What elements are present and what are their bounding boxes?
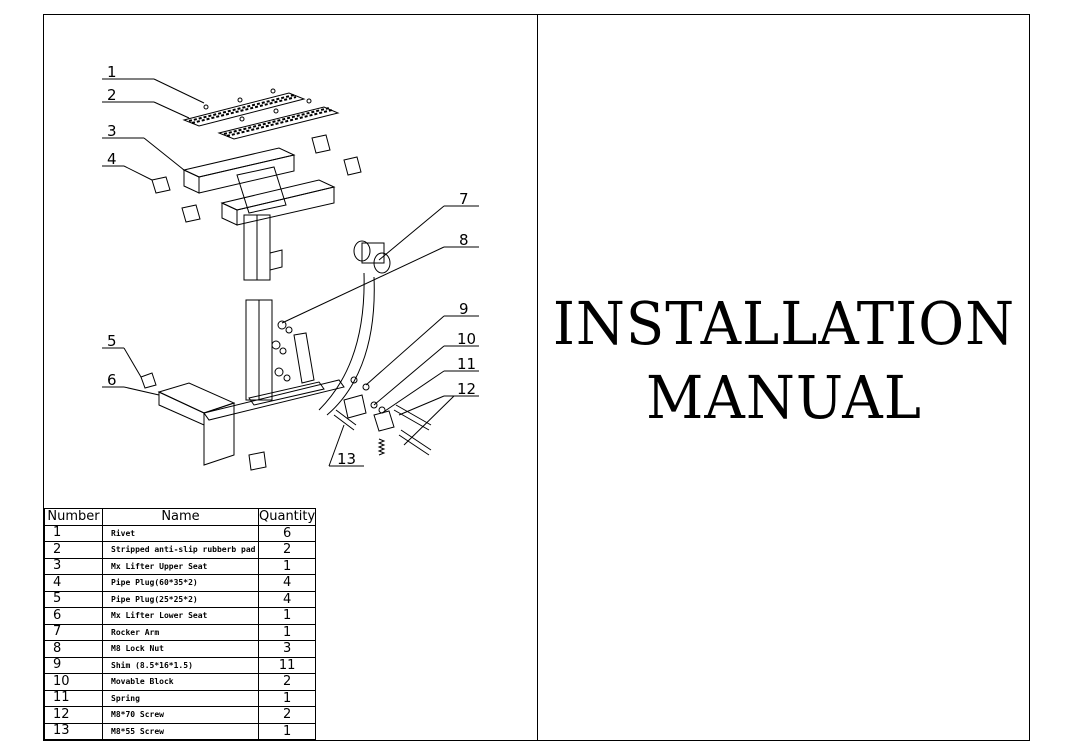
callout-2: 2 bbox=[107, 86, 117, 104]
parts-table-header: Number Name Quantity bbox=[44, 508, 317, 526]
header-quantity: Quantity bbox=[257, 508, 317, 526]
callout-12: 12 bbox=[457, 380, 476, 398]
pipe-plug-large bbox=[151, 134, 362, 223]
row-number: 2 bbox=[44, 541, 103, 559]
callout-9: 9 bbox=[459, 300, 469, 318]
row-name: Shim (8.5*16*1.5) bbox=[102, 656, 259, 674]
callout-4: 4 bbox=[107, 150, 117, 168]
row-name: Mx Lifter Upper Seat bbox=[102, 557, 259, 575]
row-name: M8 Lock Nut bbox=[102, 640, 259, 658]
row-quantity: 2 bbox=[257, 541, 317, 559]
title-line-2: MANUAL bbox=[646, 364, 922, 433]
page-divider bbox=[537, 14, 538, 741]
row-number: 7 bbox=[44, 623, 103, 641]
callout-8: 8 bbox=[459, 231, 469, 249]
callout-3: 3 bbox=[107, 122, 117, 140]
row-name: Movable Block bbox=[102, 673, 259, 691]
row-number: 5 bbox=[44, 590, 103, 608]
rocker-arm bbox=[318, 240, 391, 416]
row-quantity: 4 bbox=[257, 590, 317, 608]
row-quantity: 2 bbox=[257, 706, 317, 724]
callout-13: 13 bbox=[337, 450, 356, 468]
row-name: Spring bbox=[102, 689, 259, 707]
row-number: 6 bbox=[44, 607, 103, 625]
callout-5: 5 bbox=[107, 332, 117, 350]
callout-6: 6 bbox=[107, 371, 117, 389]
drawing-frame bbox=[43, 14, 1030, 741]
row-number: 4 bbox=[44, 574, 103, 592]
row-quantity: 4 bbox=[257, 574, 317, 592]
row-number: 9 bbox=[44, 656, 103, 674]
hardware bbox=[271, 320, 432, 456]
header-name: Name bbox=[102, 508, 259, 526]
row-number: 12 bbox=[44, 706, 103, 724]
row-name: M8*70 Screw bbox=[102, 706, 259, 724]
row-quantity: 2 bbox=[257, 673, 317, 691]
header-number: Number bbox=[44, 508, 103, 526]
row-name: Rocker Arm bbox=[102, 623, 259, 641]
row-name: Stripped anti-slip rubberb pad bbox=[102, 541, 259, 559]
row-quantity: 1 bbox=[257, 557, 317, 575]
row-number: 8 bbox=[44, 640, 103, 658]
row-name: Rivet bbox=[102, 524, 259, 542]
title-line-1: INSTALLATION bbox=[552, 290, 1016, 359]
exploded-view-drawing: 1 2 3 4 5 6 7 8 9 10 11 12 13 bbox=[102, 63, 479, 471]
row-name: Mx Lifter Lower Seat bbox=[102, 607, 259, 625]
lower-seat bbox=[157, 299, 345, 471]
row-number: 13 bbox=[44, 722, 103, 740]
row-name: M8*55 Screw bbox=[102, 722, 259, 740]
row-number: 11 bbox=[44, 689, 103, 707]
leader-lines bbox=[102, 78, 479, 467]
callout-1: 1 bbox=[107, 63, 117, 81]
row-name: Pipe Plug(60*35*2) bbox=[102, 574, 259, 592]
pipe-plug-small bbox=[140, 372, 157, 389]
row-number: 10 bbox=[44, 673, 103, 691]
row-quantity: 1 bbox=[257, 623, 317, 641]
row-quantity: 1 bbox=[257, 607, 317, 625]
row-number: 3 bbox=[44, 557, 103, 575]
row-quantity: 1 bbox=[257, 689, 317, 707]
row-quantity: 1 bbox=[257, 722, 317, 740]
row-quantity: 3 bbox=[257, 640, 317, 658]
row-quantity: 11 bbox=[257, 656, 317, 674]
row-quantity: 6 bbox=[257, 524, 317, 542]
upper-seat bbox=[182, 147, 336, 281]
row-name: Pipe Plug(25*25*2) bbox=[102, 590, 259, 608]
callout-11: 11 bbox=[457, 355, 476, 373]
row-number: 1 bbox=[44, 524, 103, 542]
anti-slip-pad bbox=[182, 88, 340, 140]
callout-10: 10 bbox=[457, 330, 476, 348]
callout-7: 7 bbox=[459, 190, 469, 208]
